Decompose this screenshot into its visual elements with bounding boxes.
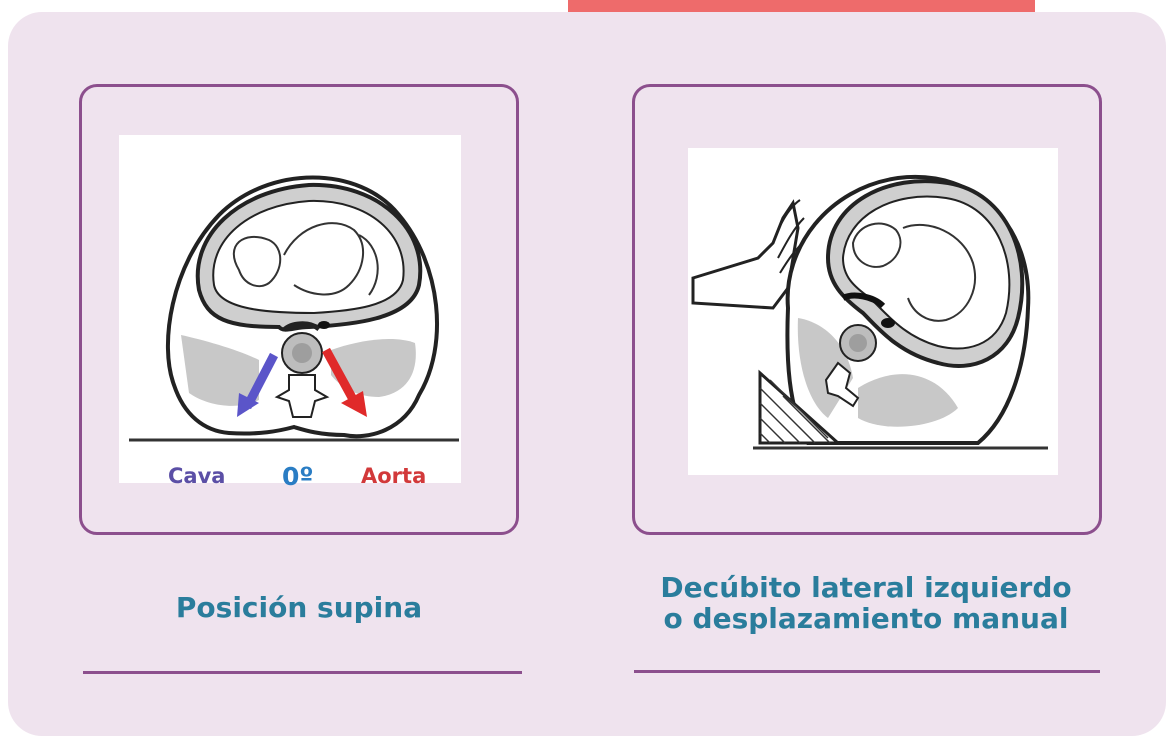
aorta-label: Aorta xyxy=(361,464,427,488)
supine-caption: Posición supina xyxy=(175,591,423,624)
supine-position-illustration xyxy=(119,135,461,483)
cava-label: Cava xyxy=(168,464,226,488)
left-lateral-position-illustration xyxy=(688,148,1058,475)
left-divider xyxy=(83,671,522,674)
lateral-caption: Decúbito lateral izquierdo o desplazamie… xyxy=(610,572,1122,634)
angle-label: 0º xyxy=(282,462,314,491)
right-divider xyxy=(634,670,1100,673)
lateral-caption-line2: o desplazamiento manual xyxy=(663,602,1069,635)
lateral-caption-line1: Decúbito lateral izquierdo xyxy=(660,571,1072,604)
